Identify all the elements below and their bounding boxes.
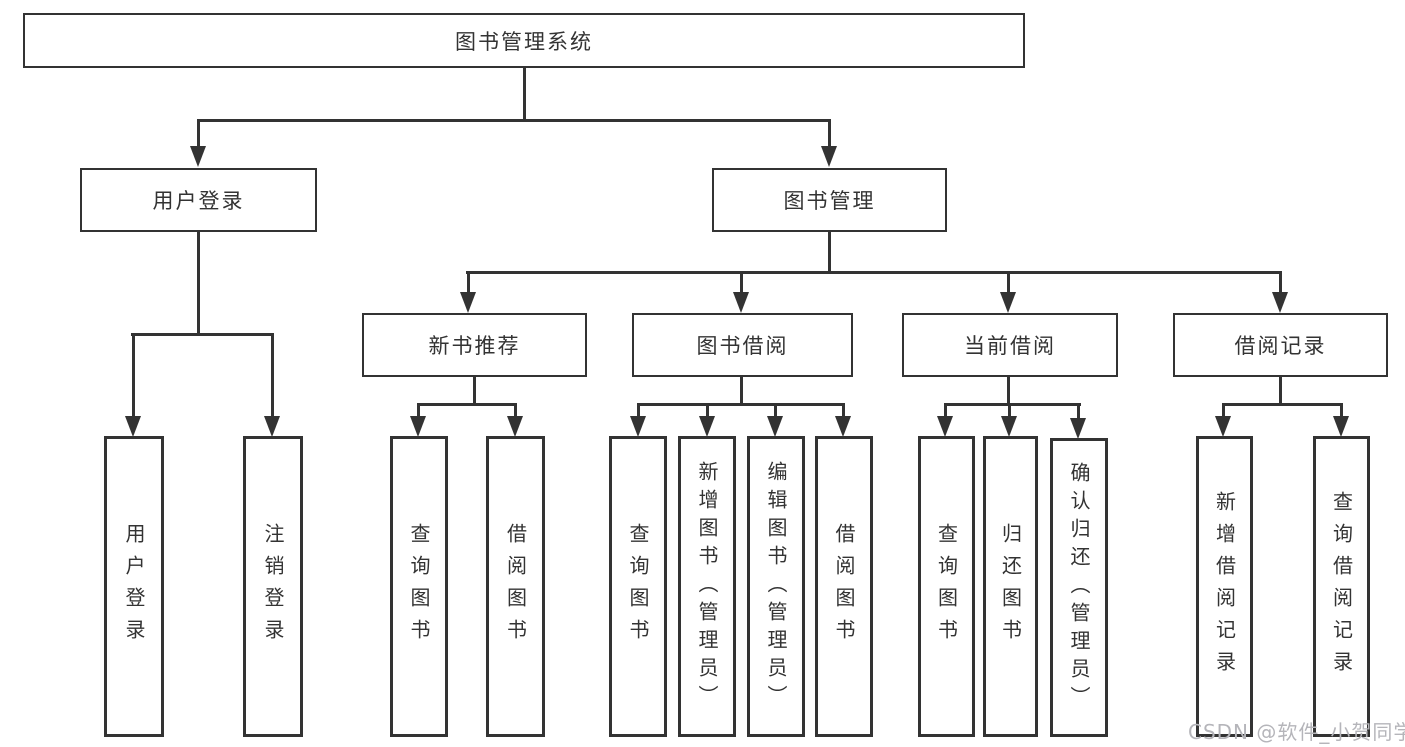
arrowhead-book-borrow xyxy=(733,292,749,313)
leaf-label: 查询图书 xyxy=(934,522,959,651)
arrowhead-logout xyxy=(264,416,280,437)
connector-stem-cb-confirm xyxy=(1077,403,1080,418)
leaf-bb-query-book: 查询图书 xyxy=(609,436,667,737)
leaf-logout: 注销登录 xyxy=(243,436,303,737)
node-label: 图书管理系统 xyxy=(455,29,593,54)
leaf-label: 新增图书（管理员） xyxy=(695,460,719,713)
connector-bookmgmt-branch xyxy=(466,271,1281,274)
arrowhead-br-add xyxy=(1215,416,1231,437)
connector-stem-rec-borrow xyxy=(514,403,517,418)
leaf-bb-borrow-book: 借阅图书 xyxy=(815,436,873,737)
node-current-borrow: 当前借阅 xyxy=(902,313,1118,377)
node-label: 当前借阅 xyxy=(964,334,1056,358)
node-user-login: 用户登录 xyxy=(80,168,317,232)
leaf-label: 新增借阅记录 xyxy=(1212,490,1237,683)
leaf-bb-add-book-admin: 新增图书（管理员） xyxy=(678,436,736,737)
leaf-label: 用户登录 xyxy=(122,522,146,651)
leaf-label: 查询图书 xyxy=(626,522,650,651)
connector-userlogin-branch xyxy=(131,333,274,336)
node-label: 借阅记录 xyxy=(1234,334,1327,358)
connector-stem-logout xyxy=(271,333,274,418)
node-root-library-system: 图书管理系统 xyxy=(23,13,1025,68)
connector-cb-drop xyxy=(1007,377,1010,406)
connector-bb-branch xyxy=(637,403,845,406)
leaf-br-query-record: 查询借阅记录 xyxy=(1313,436,1370,737)
connector-stem-bb-add xyxy=(706,403,709,418)
connector-stem-book-mgmt xyxy=(828,119,831,148)
arrowhead-cb-return xyxy=(1001,416,1017,437)
node-borrow-records: 借阅记录 xyxy=(1173,313,1388,377)
arrowhead-bb-edit xyxy=(767,416,783,437)
arrowhead-new-book-rec xyxy=(460,292,476,313)
arrowhead-cb-query xyxy=(937,416,953,437)
connector-stem-bb-borrow xyxy=(842,403,845,418)
connector-stem-current-borrow xyxy=(1007,271,1010,294)
arrowhead-login xyxy=(125,416,141,437)
leaf-rec-query-book: 查询图书 xyxy=(390,436,448,737)
connector-stem-br-add xyxy=(1222,403,1225,418)
connector-bookmgmt-drop xyxy=(828,231,831,274)
connector-stem-br-query xyxy=(1340,403,1343,418)
leaf-label: 查询借阅记录 xyxy=(1329,490,1354,683)
arrowhead-bb-borrow xyxy=(835,416,851,437)
connector-stem-cb-query xyxy=(944,403,947,418)
node-label: 新书推荐 xyxy=(428,334,521,358)
leaf-label: 注销登录 xyxy=(261,522,285,651)
leaf-label: 查询图书 xyxy=(407,522,431,651)
leaf-user-login: 用户登录 xyxy=(104,436,164,737)
connector-rec-branch xyxy=(417,403,517,406)
connector-cb-branch xyxy=(944,403,1081,406)
connector-br-drop xyxy=(1279,377,1282,406)
leaf-cb-return-book: 归还图书 xyxy=(983,436,1038,737)
connector-br-branch xyxy=(1222,403,1343,406)
leaf-label: 编辑图书（管理员） xyxy=(764,460,788,713)
arrowhead-borrow-records xyxy=(1272,292,1288,313)
node-new-book-recommend: 新书推荐 xyxy=(362,313,587,377)
leaf-rec-borrow-book: 借阅图书 xyxy=(486,436,545,737)
leaf-br-add-record: 新增借阅记录 xyxy=(1196,436,1253,737)
leaf-cb-confirm-return-admin: 确认归还（管理员） xyxy=(1050,438,1108,737)
leaf-label: 确认归还（管理员） xyxy=(1067,461,1091,714)
connector-stem-new-book-rec xyxy=(467,271,470,294)
connector-stem-borrow-records xyxy=(1279,271,1282,294)
connector-stem-bb-edit xyxy=(774,403,777,418)
leaf-label: 借阅图书 xyxy=(503,522,528,651)
node-label: 图书借阅 xyxy=(696,334,789,358)
connector-bb-drop xyxy=(740,375,743,406)
node-label: 用户登录 xyxy=(152,189,245,213)
arrowhead-book-mgmt xyxy=(821,146,837,167)
arrowhead-br-query xyxy=(1333,416,1349,437)
node-book-management: 图书管理 xyxy=(712,168,947,232)
connector-stem-user-login xyxy=(197,119,200,148)
arrowhead-bb-add xyxy=(699,416,715,437)
leaf-cb-query-book: 查询图书 xyxy=(918,436,975,737)
connector-userlogin-drop xyxy=(197,231,200,336)
connector-stem-rec-query xyxy=(417,403,420,418)
connector-stem-login xyxy=(132,333,135,418)
leaf-label: 归还图书 xyxy=(998,522,1023,651)
connector-stem-bb-query xyxy=(637,403,640,418)
arrowhead-cb-confirm xyxy=(1070,418,1086,439)
connector-stem-cb-return xyxy=(1008,403,1011,418)
arrowhead-current-borrow xyxy=(1000,292,1016,313)
connector-rec-drop xyxy=(473,376,476,406)
arrowhead-rec-query xyxy=(410,416,426,437)
connector-root-branch xyxy=(197,119,831,122)
arrowhead-bb-query xyxy=(630,416,646,437)
arrowhead-user-login xyxy=(190,146,206,167)
node-book-borrow: 图书借阅 xyxy=(632,313,853,377)
connector-root-drop xyxy=(523,68,526,121)
arrowhead-rec-borrow xyxy=(507,416,523,437)
connector-stem-book-borrow xyxy=(740,271,743,294)
node-label: 图书管理 xyxy=(783,189,876,213)
csdn-watermark: CSDN @软件_小贺同学 xyxy=(1188,720,1405,744)
leaf-bb-edit-book-admin: 编辑图书（管理员） xyxy=(747,436,805,737)
leaf-label: 借阅图书 xyxy=(832,522,856,651)
